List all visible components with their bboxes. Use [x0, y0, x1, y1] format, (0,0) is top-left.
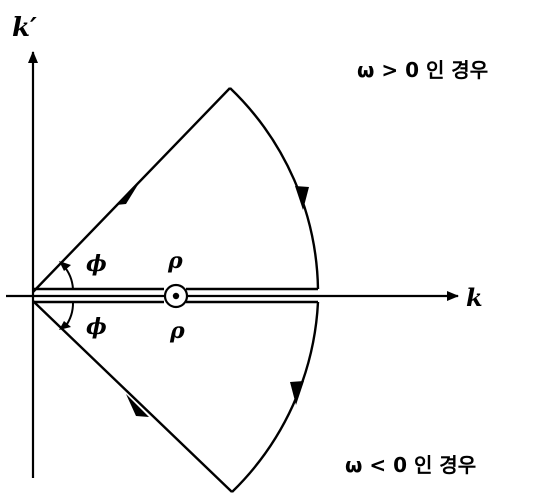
horizontal-axis-label: k — [466, 283, 483, 312]
upper-line-arrow — [116, 183, 139, 205]
upper-angle-label: ϕ — [86, 251, 107, 277]
upper-arc-arrow — [295, 186, 309, 210]
lower-angle-arrowhead — [59, 321, 71, 330]
pole-point — [172, 292, 180, 300]
lower-angle-label: ϕ — [86, 314, 107, 340]
lower-arc-arrow — [290, 381, 304, 405]
upper-angle-arrowhead — [59, 261, 71, 271]
lower-region-caption: ω < 0 인 경우 — [345, 453, 476, 477]
lower-line-arrow — [126, 394, 149, 417]
upper-contour — [32, 87, 320, 293]
vertical-axis-label: k′ — [12, 13, 37, 43]
pole-label-lower: ρ — [169, 318, 185, 344]
upper-region-caption: ω > 0 인 경우 — [357, 58, 488, 82]
pole-label-upper: ρ — [167, 248, 183, 274]
lower-contour — [32, 300, 320, 493]
